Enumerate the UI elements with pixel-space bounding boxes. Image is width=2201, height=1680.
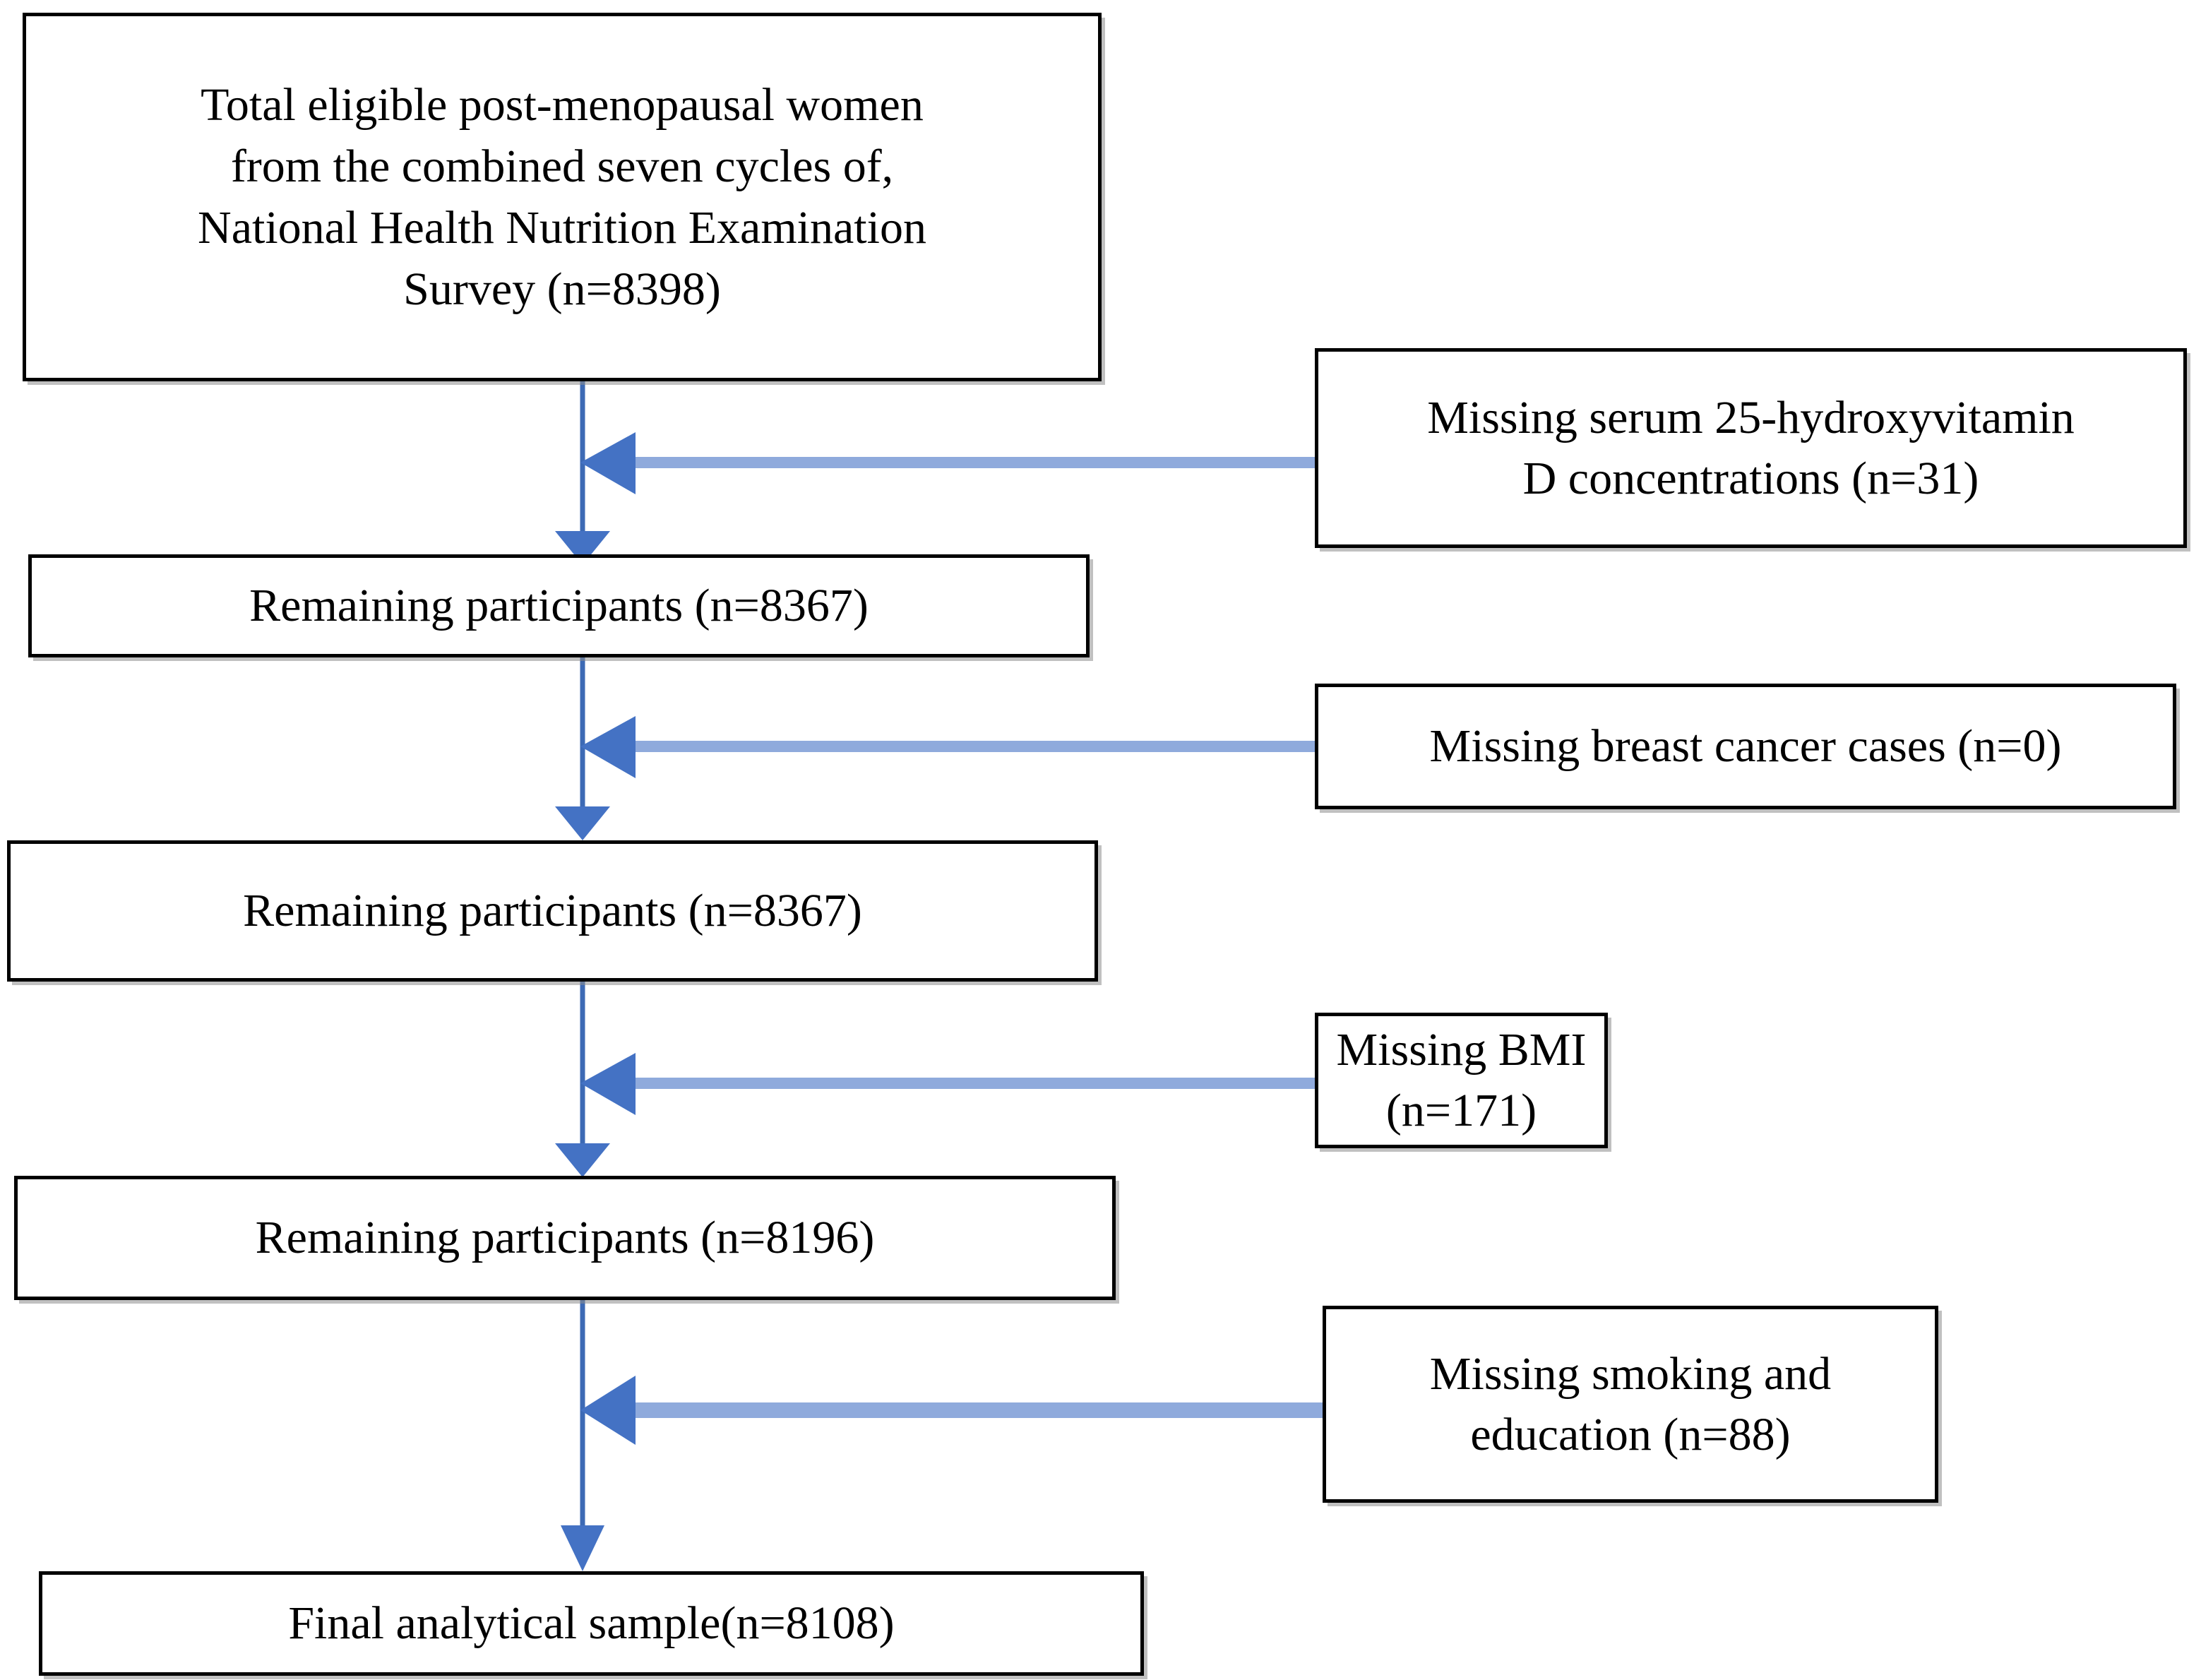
node-remaining-participants-2[interactable]: Remaining participants (n=8367) bbox=[7, 840, 1098, 982]
arrowhead-down-to-remaining3 bbox=[555, 1143, 610, 1177]
exclusion-missing-serum-vitamin-d[interactable]: Missing serum 25-hydroxyvitamin D concen… bbox=[1315, 348, 2187, 548]
exclusion-missing-bmi[interactable]: Missing BMI (n=171) bbox=[1315, 1013, 1608, 1148]
arrowhead-down-to-final bbox=[561, 1525, 604, 1571]
node-total-eligible[interactable]: Total eligible post-menopausal women fro… bbox=[23, 13, 1102, 381]
node-remaining-participants-3[interactable]: Remaining participants (n=8196) bbox=[14, 1176, 1116, 1300]
arrowhead-left-exclusion-bmi bbox=[580, 1053, 636, 1115]
arrowhead-left-exclusion-vitamind bbox=[580, 432, 636, 494]
exclusion-missing-serum-vitamin-d-label: Missing serum 25-hydroxyvitamin D concen… bbox=[1427, 391, 2075, 504]
node-remaining-participants-1-label: Remaining participants (n=8367) bbox=[249, 580, 869, 632]
node-remaining-participants-2-label: Remaining participants (n=8367) bbox=[243, 885, 862, 937]
node-remaining-participants-3-label: Remaining participants (n=8196) bbox=[255, 1212, 875, 1264]
exclusion-missing-breast-cancer-cases[interactable]: Missing breast cancer cases (n=0) bbox=[1315, 684, 2176, 809]
exclusion-missing-smoking-and-education[interactable]: Missing smoking and education (n=88) bbox=[1323, 1306, 1938, 1503]
arrowhead-down-to-remaining2 bbox=[555, 806, 610, 840]
arrowhead-left-exclusion-smoking bbox=[580, 1376, 636, 1445]
node-final-analytical-sample[interactable]: Final analytical sample(n=8108) bbox=[39, 1571, 1144, 1676]
exclusion-missing-breast-cancer-cases-label: Missing breast cancer cases (n=0) bbox=[1429, 720, 2062, 773]
exclusion-missing-smoking-and-education-label: Missing smoking and education (n=88) bbox=[1429, 1347, 1832, 1460]
node-final-analytical-sample-label: Final analytical sample(n=8108) bbox=[288, 1597, 895, 1650]
node-remaining-participants-1[interactable]: Remaining participants (n=8367) bbox=[28, 554, 1090, 657]
node-total-eligible-label: Total eligible post-menopausal women fro… bbox=[198, 78, 926, 316]
exclusion-missing-bmi-label: Missing BMI (n=171) bbox=[1336, 1024, 1587, 1136]
arrowhead-left-exclusion-breastcancer bbox=[580, 716, 636, 778]
